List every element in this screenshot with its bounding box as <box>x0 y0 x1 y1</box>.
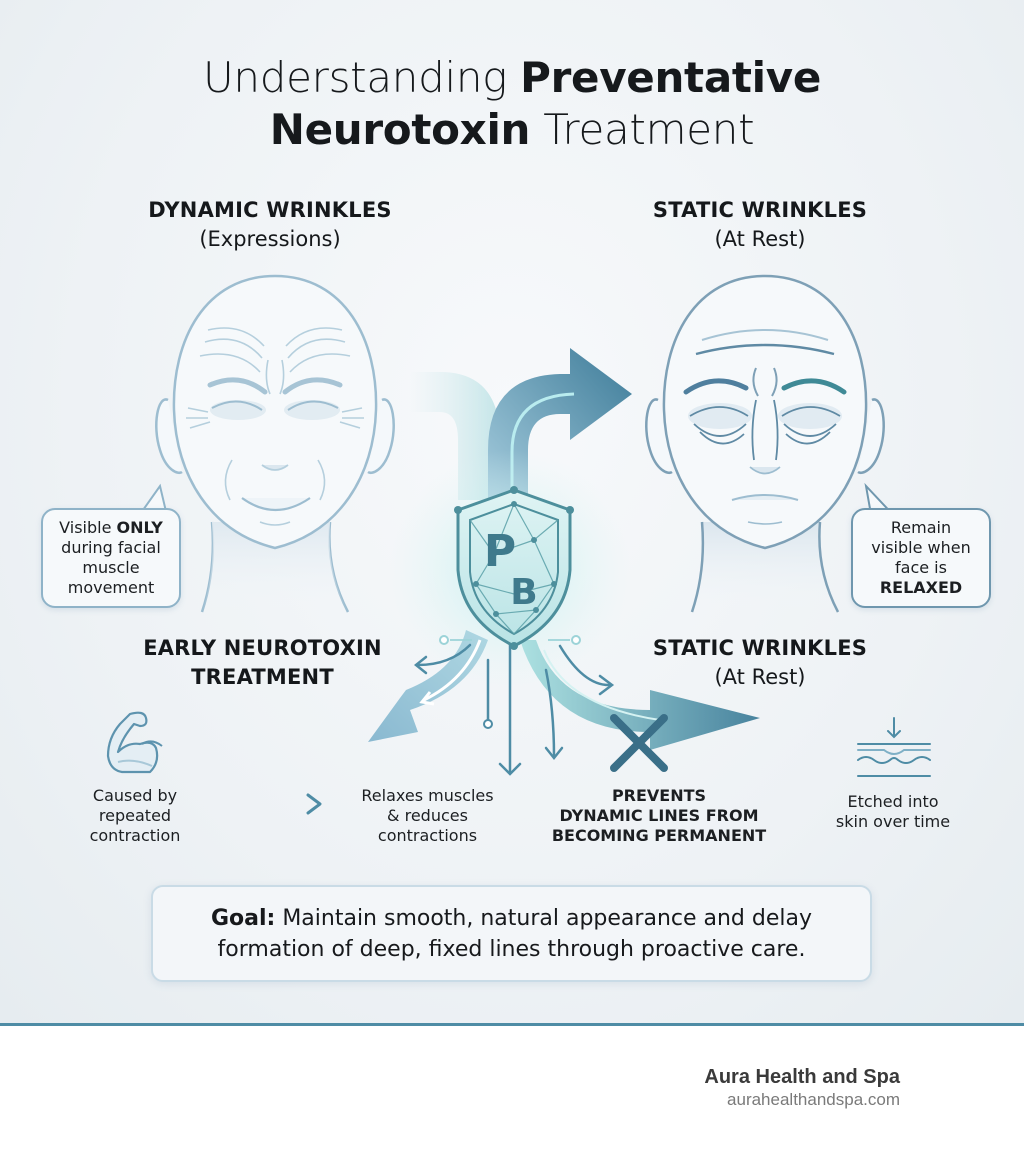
heading-static-top-title: STATIC WRINKLES <box>652 198 868 222</box>
caption-caused-line2: repeated <box>98 806 172 825</box>
goal-box: Goal: Maintain smooth, natural appearanc… <box>151 885 872 982</box>
caption-caused-by: Caused by repeated contraction <box>70 786 200 846</box>
heading-static-bottom-sub: (At Rest) <box>714 665 806 689</box>
heading-dynamic-wrinkles: DYNAMIC WRINKLES (Expressions) <box>120 196 420 254</box>
bubble-left-line1-pre: Visible <box>59 518 117 537</box>
caption-etched-line2: skin over time <box>835 812 951 831</box>
title-bold-1: Preventative <box>520 53 822 102</box>
caption-relaxes-line1: Relaxes muscles <box>361 786 494 805</box>
flexed-arm-icon <box>106 711 163 774</box>
brand-name: Aura Health and Spa <box>704 1066 900 1088</box>
goal-text: Maintain smooth, natural appearance and … <box>217 905 813 962</box>
heading-early-line2: TREATMENT <box>191 665 334 689</box>
title-light-2: Treatment <box>530 105 755 154</box>
heading-early-treatment: EARLY NEUROTOXIN TREATMENT <box>115 634 410 692</box>
connector-arrow <box>212 793 322 815</box>
bubble-dynamic-note: Visible ONLY during facial muscle moveme… <box>41 508 181 608</box>
caption-caused-line3: contraction <box>89 826 181 845</box>
shield-letter-p: P <box>484 526 516 577</box>
infographic-canvas: Understanding Preventative Neurotoxin Tr… <box>0 0 1024 1023</box>
goal-label: Goal: <box>210 905 276 931</box>
bubble-right-line3: face is <box>895 558 947 577</box>
bubble-right-line4-bold: RELAXED <box>879 578 963 597</box>
brand-url[interactable]: aurahealthandspa.com <box>727 1090 900 1109</box>
heading-dynamic-sub: (Expressions) <box>199 227 341 251</box>
x-mark-icon <box>610 714 668 772</box>
bubble-left-line1-bold: ONLY <box>116 518 163 537</box>
heading-static-top-sub: (At Rest) <box>714 227 806 251</box>
bubble-left-line2: during facial <box>61 538 161 557</box>
caption-caused-line1: Caused by <box>92 786 178 805</box>
heading-early-line1: EARLY NEUROTOXIN <box>143 636 382 660</box>
heading-static-wrinkles-top: STATIC WRINKLES (At Rest) <box>610 196 910 254</box>
caption-prevents: PREVENTS DYNAMIC LINES FROM BECOMING PER… <box>530 786 788 846</box>
bubble-left-line3: muscle <box>82 558 140 577</box>
footer: Aura Health and Spa aurahealthandspa.com <box>0 1026 1024 1154</box>
bubble-left-line4: movement <box>67 578 155 597</box>
caption-etched-line1: Etched into <box>847 792 939 811</box>
face-dynamic-illustration <box>155 274 395 613</box>
bubble-right-line2: visible when <box>871 538 971 557</box>
skin-layers-icon <box>857 717 931 777</box>
caption-prevents-line3: BECOMING PERMANENT <box>551 826 767 845</box>
heading-dynamic-title: DYNAMIC WRINKLES <box>148 198 392 222</box>
title-bold-2: Neurotoxin <box>269 105 531 154</box>
title-light-1: Understanding <box>202 53 521 102</box>
page-title: Understanding Preventative Neurotoxin Tr… <box>0 52 1024 156</box>
caption-relaxes-line3: contractions <box>377 826 478 845</box>
shield-letter-b: B <box>510 572 537 613</box>
caption-prevents-line1: PREVENTS <box>611 786 707 805</box>
heading-static-wrinkles-bottom: STATIC WRINKLES (At Rest) <box>610 634 910 692</box>
caption-prevents-line2: DYNAMIC LINES FROM <box>559 806 759 825</box>
caption-relaxes: Relaxes muscles & reduces contractions <box>340 786 515 846</box>
footer-divider <box>0 1023 1024 1026</box>
bubble-right-line1: Remain <box>890 518 952 537</box>
bubble-static-note: Remain visible when face is RELAXED <box>851 508 991 608</box>
face-static-illustration <box>645 274 885 613</box>
caption-etched: Etched into skin over time <box>826 792 960 832</box>
heading-static-bottom-title: STATIC WRINKLES <box>652 636 868 660</box>
caption-relaxes-line2: & reduces <box>387 806 468 825</box>
shield-network-icon: P B <box>454 486 574 650</box>
